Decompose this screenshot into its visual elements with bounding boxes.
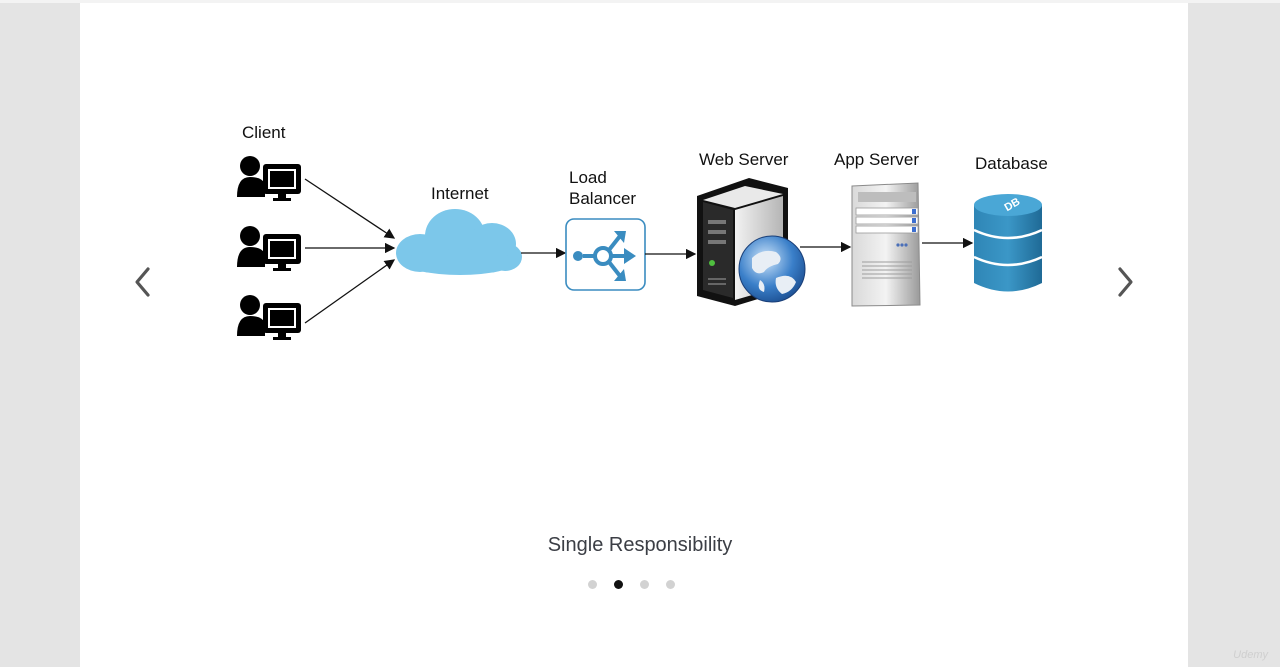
globe-icon xyxy=(738,235,806,303)
app-server-label: App Server xyxy=(834,150,920,169)
slide-indicator-2[interactable] xyxy=(614,580,623,589)
load-balancer-icon xyxy=(565,218,646,291)
previous-slide-button[interactable] xyxy=(122,262,162,302)
web-server-label: Web Server xyxy=(699,150,789,169)
database-icon: DB xyxy=(973,194,1043,292)
udemy-watermark: Udemy xyxy=(1233,649,1268,661)
load-balancer-label-line1: Load xyxy=(569,168,607,187)
client-arrow xyxy=(304,178,396,239)
slide-indicator-4[interactable] xyxy=(666,580,675,589)
app-server-icon xyxy=(851,182,921,307)
client-label: Client xyxy=(242,123,286,142)
slide-indicators xyxy=(588,580,675,589)
slide-indicator-1[interactable] xyxy=(588,580,597,589)
client-icon xyxy=(237,156,301,201)
next-slide-button[interactable] xyxy=(1106,262,1146,302)
chevron-right-icon xyxy=(1118,267,1133,297)
client-icon xyxy=(237,226,301,271)
load-balancer-label-line2: Balancer xyxy=(569,189,637,208)
client-icon xyxy=(237,295,301,340)
cloud-icon xyxy=(396,209,522,275)
top-border xyxy=(0,0,1280,3)
slide-caption: Single Responsibility xyxy=(547,534,733,556)
chevron-left-icon xyxy=(135,267,150,297)
database-label: Database xyxy=(975,154,1048,173)
client-arrow xyxy=(304,259,396,324)
slide-indicator-3[interactable] xyxy=(640,580,649,589)
internet-label: Internet xyxy=(431,184,489,203)
